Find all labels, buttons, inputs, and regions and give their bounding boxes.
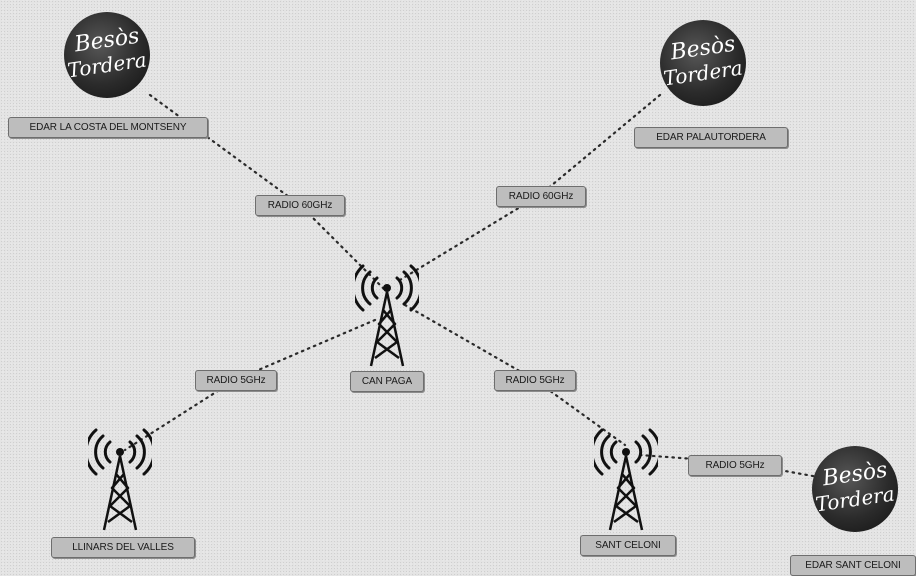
link-label-radio-5ghz-center: RADIO 5GHz	[494, 370, 576, 391]
link-label-radio-5ghz-left: RADIO 5GHz	[195, 370, 277, 391]
node-edar-la-costa-del-montseny: EDAR LA COSTA DEL MONTSENY	[8, 117, 208, 138]
radio-tower-icon	[88, 428, 152, 531]
besos-tordera-logo: Besòs Tordera	[64, 12, 150, 98]
link-radio60-canpaga	[298, 203, 387, 292]
besos-tordera-logo: Besòs Tordera	[812, 446, 898, 532]
link-radio5-llinars	[123, 378, 237, 452]
besos-tordera-logo: Besòs Tordera	[660, 20, 746, 106]
link-costa-radio60	[148, 93, 302, 207]
node-llinars-del-valles: LLINARS DEL VALLES	[51, 537, 195, 558]
link-label-radio-60ghz-left: RADIO 60GHz	[255, 195, 345, 216]
link-canpaga-radio5-center	[403, 303, 537, 382]
link-palautordera-radio60	[538, 93, 662, 197]
link-radio60-canpaga-right	[398, 193, 542, 282]
link-label-radio-5ghz-right: RADIO 5GHz	[688, 455, 782, 476]
node-edar-palautordera: EDAR PALAUTORDERA	[634, 127, 788, 148]
node-can-paga: CAN PAGA	[350, 371, 424, 392]
link-canpaga-radio5-left	[233, 318, 377, 382]
node-edar-sant-celoni: EDAR SANT CELONI	[790, 555, 916, 576]
link-label-radio-60ghz-right: RADIO 60GHz	[496, 186, 586, 207]
radio-tower-icon	[594, 428, 658, 531]
node-sant-celoni: SANT CELONI	[580, 535, 676, 556]
radio-tower-icon	[355, 264, 419, 367]
